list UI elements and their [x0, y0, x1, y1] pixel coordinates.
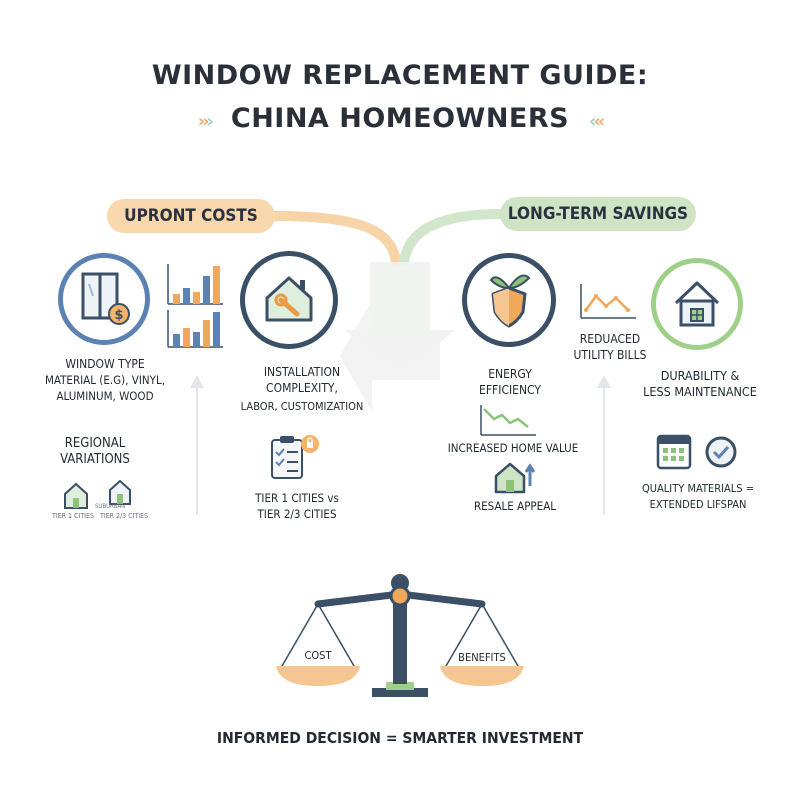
footer-text: INFORMED DECISION = SMARTER INVESTMENT [216, 729, 584, 747]
window-type-title: WINDOW TYPE [65, 357, 145, 371]
chevrons-right-icon: ‹‹‹ [589, 111, 606, 132]
utility-line2: UTILITY BILLS [573, 348, 647, 362]
window-type-line1: MATERIAL (e.g), VINYL, [44, 373, 166, 387]
regional-title-line1: REGIONAL [64, 436, 126, 451]
regional-small-tier23: TIER 2/3 CITIES [100, 512, 149, 520]
energy-line2: EFFICIENCY [479, 383, 541, 397]
regional-houses-icon [64, 479, 131, 509]
scale-cost-label: COST [304, 649, 332, 662]
chevrons-left-icon: ››› [197, 111, 215, 132]
tiers-line1: TIER 1 CITIES vs [255, 491, 339, 505]
regional-title-line2: VARIATIONS [60, 452, 130, 467]
resale-label: RESALE APPEAL [473, 499, 557, 513]
title-line-2: ››› CHINA HOMEOWNERS ‹‹‹ [0, 103, 800, 134]
utility-line-chart-icon [580, 284, 636, 319]
title-line-1: WINDOW REPLACEMENT GUIDE: [151, 60, 649, 91]
durability-label: DURABILITY & LESS MAINTENANCE [630, 368, 770, 400]
checklist-icon [271, 435, 319, 479]
energy-line1: ENERGY [488, 367, 532, 381]
window-type-label: WINDOW TYPE MATERIAL (e.g), VINYL, ALUMI… [20, 356, 190, 404]
regional-small-tier1: TIER 1 CITIES [52, 512, 94, 520]
upfront-costs-pill: UPRONT COSTS [107, 199, 275, 233]
home-value-chart-icon [480, 405, 536, 436]
quality-line1: QUALITY MATERIALS = [642, 482, 754, 495]
energy-efficiency-label: ENERGY EFFICIENCY [455, 366, 565, 398]
utility-line1: REDUACED [579, 332, 641, 346]
svg-text:$: $ [114, 308, 123, 323]
utility-bills-label: REDUACED UTILITY BILLS [560, 331, 660, 363]
installation-line3: LABOR, CUSTOMIZATION [240, 400, 364, 413]
window-type-line2: ALUMINUM, WOOD [56, 389, 154, 403]
installation-label: INSTALLATION COMPLEXITY, LABOR, CUSTOMIZ… [227, 364, 377, 415]
regional-small-suburban: SUBURBAN [95, 503, 126, 510]
installation-house-icon [240, 251, 338, 349]
tiers-label: TIER 1 CITIES vs TIER 2/3 CITIES [232, 490, 362, 522]
subtitle-text: CHINA HOMEOWNERS [230, 103, 570, 134]
bar-chart-icon-upper [167, 264, 223, 305]
window-icon: $ [58, 253, 150, 345]
regional-variations-label: REGIONAL VARIATIONS [30, 436, 160, 468]
home-value-label: INCREASED HOME VALUE [447, 441, 579, 455]
bar-chart-icon-lower [167, 310, 223, 348]
durability-house-icon [651, 258, 743, 350]
installation-line1: INSTALLATION [263, 365, 341, 379]
resale-house-icon [494, 462, 536, 494]
installation-line2: COMPLEXITY, [266, 381, 338, 395]
durability-line1: DURABILITY & [660, 368, 740, 383]
quality-label: QUALITY MATERIALS = EXTENDED LIFSPAN [628, 481, 768, 513]
energy-shield-icon [462, 253, 556, 347]
scale-benefits-label: BENEFITS [458, 651, 506, 664]
quality-line2: EXTENDED LIFSPAN [649, 498, 747, 511]
tiers-line2: TIER 2/3 CITIES [257, 507, 337, 521]
long-term-savings-pill: LONG-TERM SAVINGS [500, 197, 696, 231]
durability-line2: LESS MAINTENANCE [643, 384, 757, 399]
calendar-check-icon [656, 434, 737, 470]
